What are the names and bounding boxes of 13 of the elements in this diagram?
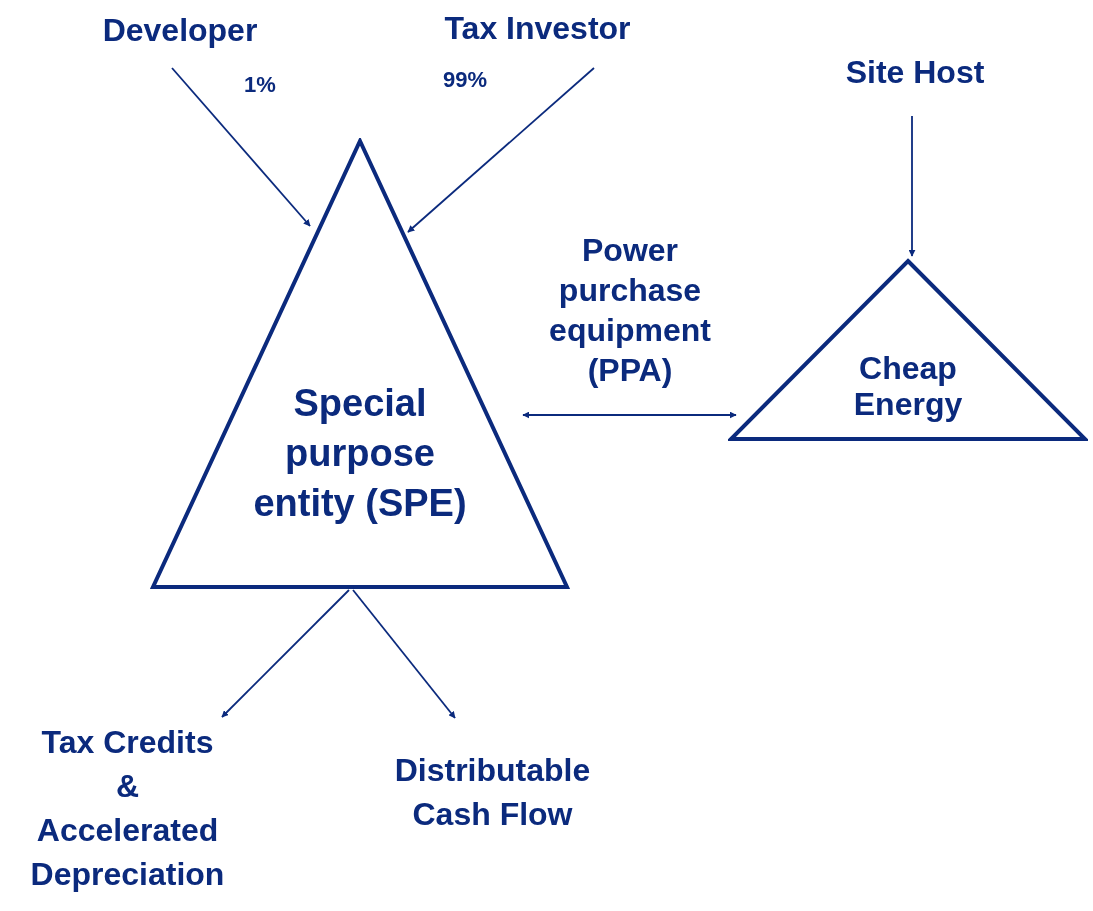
arrow [908,115,916,257]
entity-name: Special purpose entity (SPE) [252,381,468,526]
party-label: Developer [102,11,258,50]
arrow [221,589,350,718]
arrow [171,67,311,227]
arrow [522,411,737,419]
outcome-label: Tax Credits & Accelerated Depreciation [30,723,225,894]
party-label: Site Host [845,53,985,92]
arrow [407,67,595,233]
outcome-label: Distributable Cash Flow [393,751,592,834]
party-label: Tax Investor [444,9,631,48]
entity-name: Cheap Energy [852,350,964,422]
arrow [352,589,456,719]
